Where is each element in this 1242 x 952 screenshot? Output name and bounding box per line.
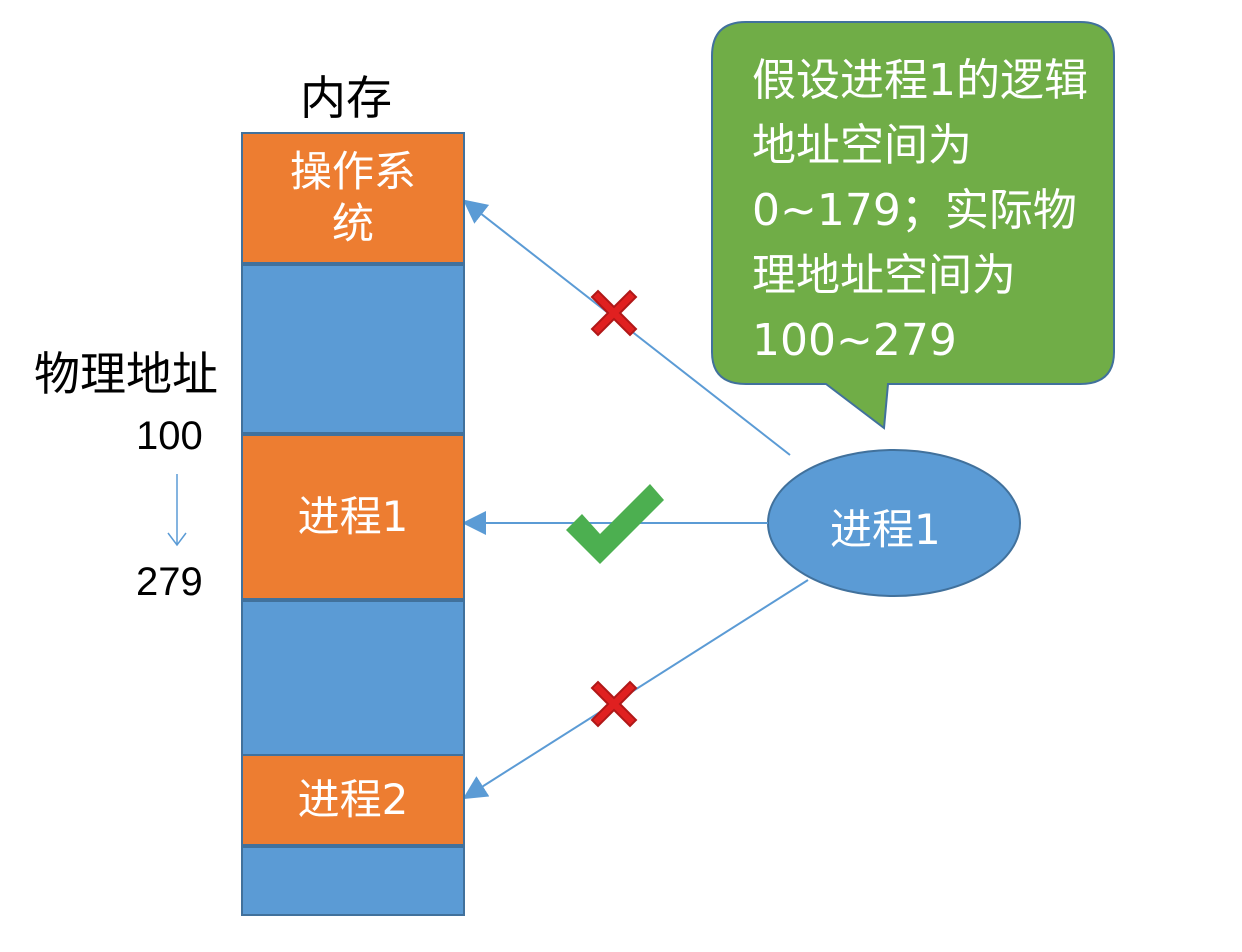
callout-text: 假设进程1的逻辑地址空间为 0~179；实际物理地址空间为 100~279 xyxy=(752,55,1088,366)
memory-block-os: 操作系统 xyxy=(241,132,465,264)
memory-block-free-3 xyxy=(241,846,465,916)
memory-block-free-1 xyxy=(241,264,465,434)
physical-address-title: 物理地址 xyxy=(34,347,218,401)
memory-block-process2: 进程2 xyxy=(241,754,465,846)
physical-address-end: 279 xyxy=(136,560,203,604)
arrow-to-process2 xyxy=(462,579,809,800)
memory-block-os-label: 操作系统 xyxy=(289,146,416,249)
memory-block-process1-label: 进程1 xyxy=(297,491,409,541)
cross-icon-bottom xyxy=(590,680,638,728)
cross-icon-top xyxy=(590,289,638,337)
callout-bubble xyxy=(711,21,1115,430)
process1-node-label: 进程1 xyxy=(830,505,941,554)
memory-block-free-2 xyxy=(241,600,465,756)
check-icon xyxy=(566,484,664,564)
physical-address-start: 100 xyxy=(136,414,203,458)
memory-block-process1: 进程1 xyxy=(241,434,465,600)
range-arrow-head xyxy=(167,532,187,547)
memory-title: 内存 xyxy=(300,71,392,125)
memory-block-process2-label: 进程2 xyxy=(297,774,409,824)
